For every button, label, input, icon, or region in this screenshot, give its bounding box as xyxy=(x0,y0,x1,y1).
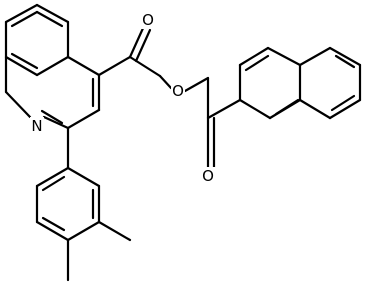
bond-30 xyxy=(266,46,302,67)
bond-4 xyxy=(35,55,70,77)
atom-o-ketone: O xyxy=(201,167,215,185)
bond-51 xyxy=(41,216,66,232)
bond-35 xyxy=(298,46,332,67)
bond-44 xyxy=(35,166,70,188)
bond-2 xyxy=(35,3,70,24)
bond-5 xyxy=(4,55,39,77)
bond-7 xyxy=(10,10,39,28)
bond-21 xyxy=(128,55,162,78)
bond-29 xyxy=(238,46,270,67)
bond-39 xyxy=(298,98,332,120)
atom-label-layer: O O N O xyxy=(30,11,215,185)
bond-19 xyxy=(128,24,146,59)
bond-18 xyxy=(97,55,132,77)
bond-13 xyxy=(42,115,70,130)
atom-label-o-ester: O xyxy=(172,82,184,100)
bond-12 xyxy=(66,108,101,130)
bond-23 xyxy=(183,76,210,93)
bond-47 xyxy=(66,220,101,242)
bond-27 xyxy=(206,98,242,120)
bond-10 xyxy=(66,55,101,77)
bond-53 xyxy=(97,220,132,242)
atom-n-quinoline: N xyxy=(30,117,44,135)
bond-1 xyxy=(4,3,39,24)
bond-22 xyxy=(158,74,173,90)
atom-label-o-ketone: O xyxy=(202,167,214,185)
bond-46 xyxy=(35,220,70,242)
bond-33 xyxy=(238,98,272,120)
bond-34 xyxy=(244,54,270,72)
bond-17 xyxy=(40,109,64,125)
bond-41 xyxy=(330,94,356,112)
bond-20 xyxy=(134,28,152,63)
atom-o-ester: O xyxy=(171,82,185,100)
bond-42 xyxy=(274,98,300,116)
bond-8 xyxy=(35,10,64,28)
bond-38 xyxy=(328,98,362,120)
bond-layer xyxy=(4,3,362,282)
bond-40 xyxy=(334,54,356,69)
bond-50 xyxy=(41,175,66,192)
bond-36 xyxy=(328,46,362,67)
bond-9 xyxy=(10,52,39,70)
bond-14 xyxy=(4,90,32,119)
atom-o-carbonyl-ester: O xyxy=(141,11,155,29)
bond-49 xyxy=(66,166,101,188)
atom-label-n-quinoline: N xyxy=(31,117,42,135)
atom-label-o-carbonyl-ester: O xyxy=(142,11,154,29)
